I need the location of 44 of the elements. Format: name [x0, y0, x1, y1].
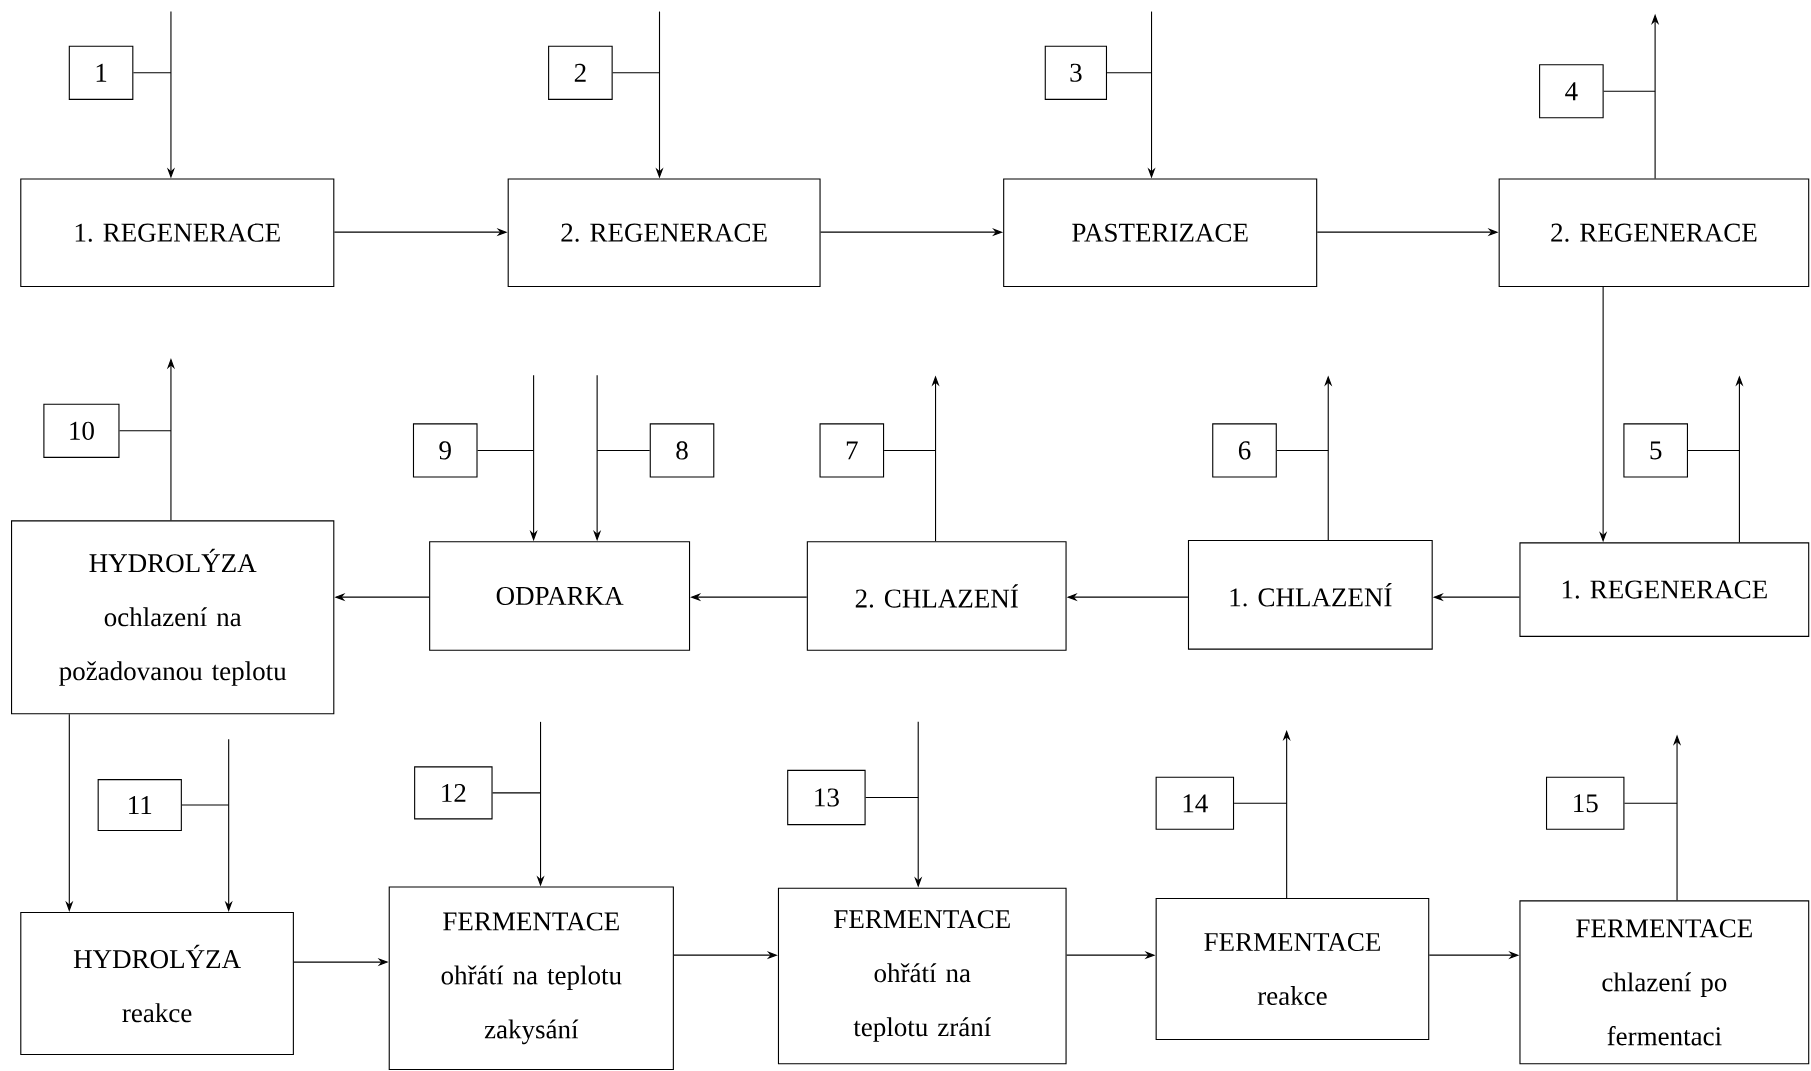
number-box: 7 — [819, 423, 885, 478]
number-box: 13 — [787, 769, 866, 826]
leader-line — [132, 72, 172, 74]
leader-line — [118, 430, 172, 432]
number-box: 2 — [548, 45, 613, 100]
leader-line — [883, 449, 937, 451]
leader-line — [181, 804, 230, 806]
process-box: PASTERIZACE — [1003, 178, 1318, 287]
number-box: 3 — [1044, 45, 1108, 100]
process-box: ODPARKA — [429, 541, 691, 651]
leader-line — [477, 449, 535, 451]
leader-line — [492, 792, 542, 794]
leader-line — [596, 449, 651, 451]
process-box: 2. REGENERACE — [1498, 178, 1810, 287]
leader-line — [1233, 802, 1288, 804]
number-box: 9 — [412, 423, 478, 478]
number-box: 12 — [414, 766, 493, 820]
leader-line — [1276, 449, 1329, 451]
number-box: 10 — [43, 403, 120, 458]
process-box: FERMENTACE ohřátí na teplotu zrání — [777, 887, 1067, 1065]
leader-line — [1106, 72, 1153, 74]
number-box: 14 — [1155, 776, 1235, 830]
process-box: 1. CHLAZENÍ — [1187, 540, 1433, 650]
number-box: 11 — [97, 779, 182, 831]
process-box: 1. REGENERACE — [20, 178, 335, 287]
number-box: 4 — [1539, 64, 1604, 119]
number-box: 1 — [68, 45, 134, 100]
process-box: FERMENTACE reakce — [1155, 898, 1430, 1041]
process-box: 2. CHLAZENÍ — [806, 541, 1067, 651]
leader-line — [865, 796, 919, 799]
number-box: 6 — [1212, 423, 1277, 478]
leader-line — [1687, 449, 1740, 451]
process-box: HYDROLÝZA ochlazení na požadovanou teplotu — [11, 520, 335, 715]
number-box: 5 — [1623, 423, 1688, 478]
process-box: 1. REGENERACE — [1519, 542, 1810, 637]
leader-line — [1623, 802, 1678, 804]
number-box: 15 — [1546, 776, 1625, 830]
process-box: FERMENTACE chlazení po fermentaci — [1519, 900, 1810, 1065]
process-box: HYDROLÝZA reakce — [20, 911, 294, 1056]
number-box: 8 — [649, 423, 715, 478]
process-box: FERMENTACE ohřátí na teplotu zakysání — [388, 886, 674, 1071]
leader-line — [1603, 90, 1656, 92]
process-box: 2. REGENERACE — [507, 178, 821, 287]
leader-line — [612, 72, 661, 74]
